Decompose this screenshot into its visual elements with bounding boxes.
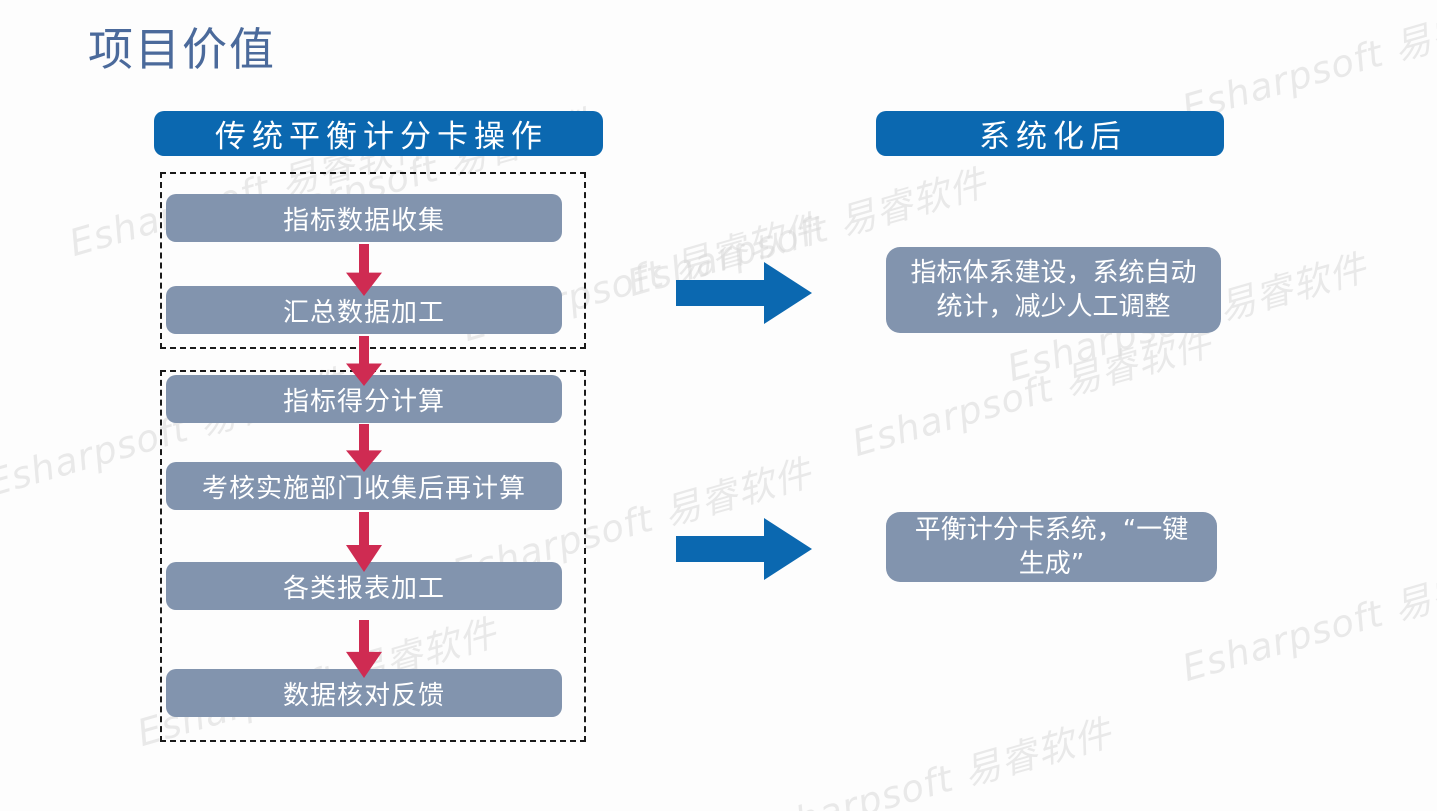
arrow-down-icon <box>342 620 386 678</box>
process-step-box: 数据核对反馈 <box>166 669 562 717</box>
arrow-down-icon <box>342 244 386 296</box>
page-title: 项目价值 <box>88 23 277 76</box>
arrow-down-icon <box>342 512 386 572</box>
result-box-bsc-one-click: 平衡计分卡系统，“一键生成” <box>886 512 1217 582</box>
dashed-group-data-collection <box>160 172 586 349</box>
watermark-text: Esharpsoft 易睿软件 <box>847 321 1217 465</box>
banner-after-systemization: 系统化后 <box>876 111 1224 156</box>
arrow-down-icon <box>342 424 386 472</box>
process-step-box: 指标数据收集 <box>166 194 562 242</box>
arrow-down-icon <box>342 336 386 386</box>
result-box-indicator-system: 指标体系建设，系统自动统计，减少人工调整 <box>886 247 1221 333</box>
banner-traditional-operation: 传统平衡计分卡操作 <box>154 111 603 156</box>
arrow-right-block-icon <box>676 518 812 580</box>
watermark-text: Esharpsoft 易睿软件 <box>747 711 1117 811</box>
arrow-right-block-icon <box>676 262 812 324</box>
